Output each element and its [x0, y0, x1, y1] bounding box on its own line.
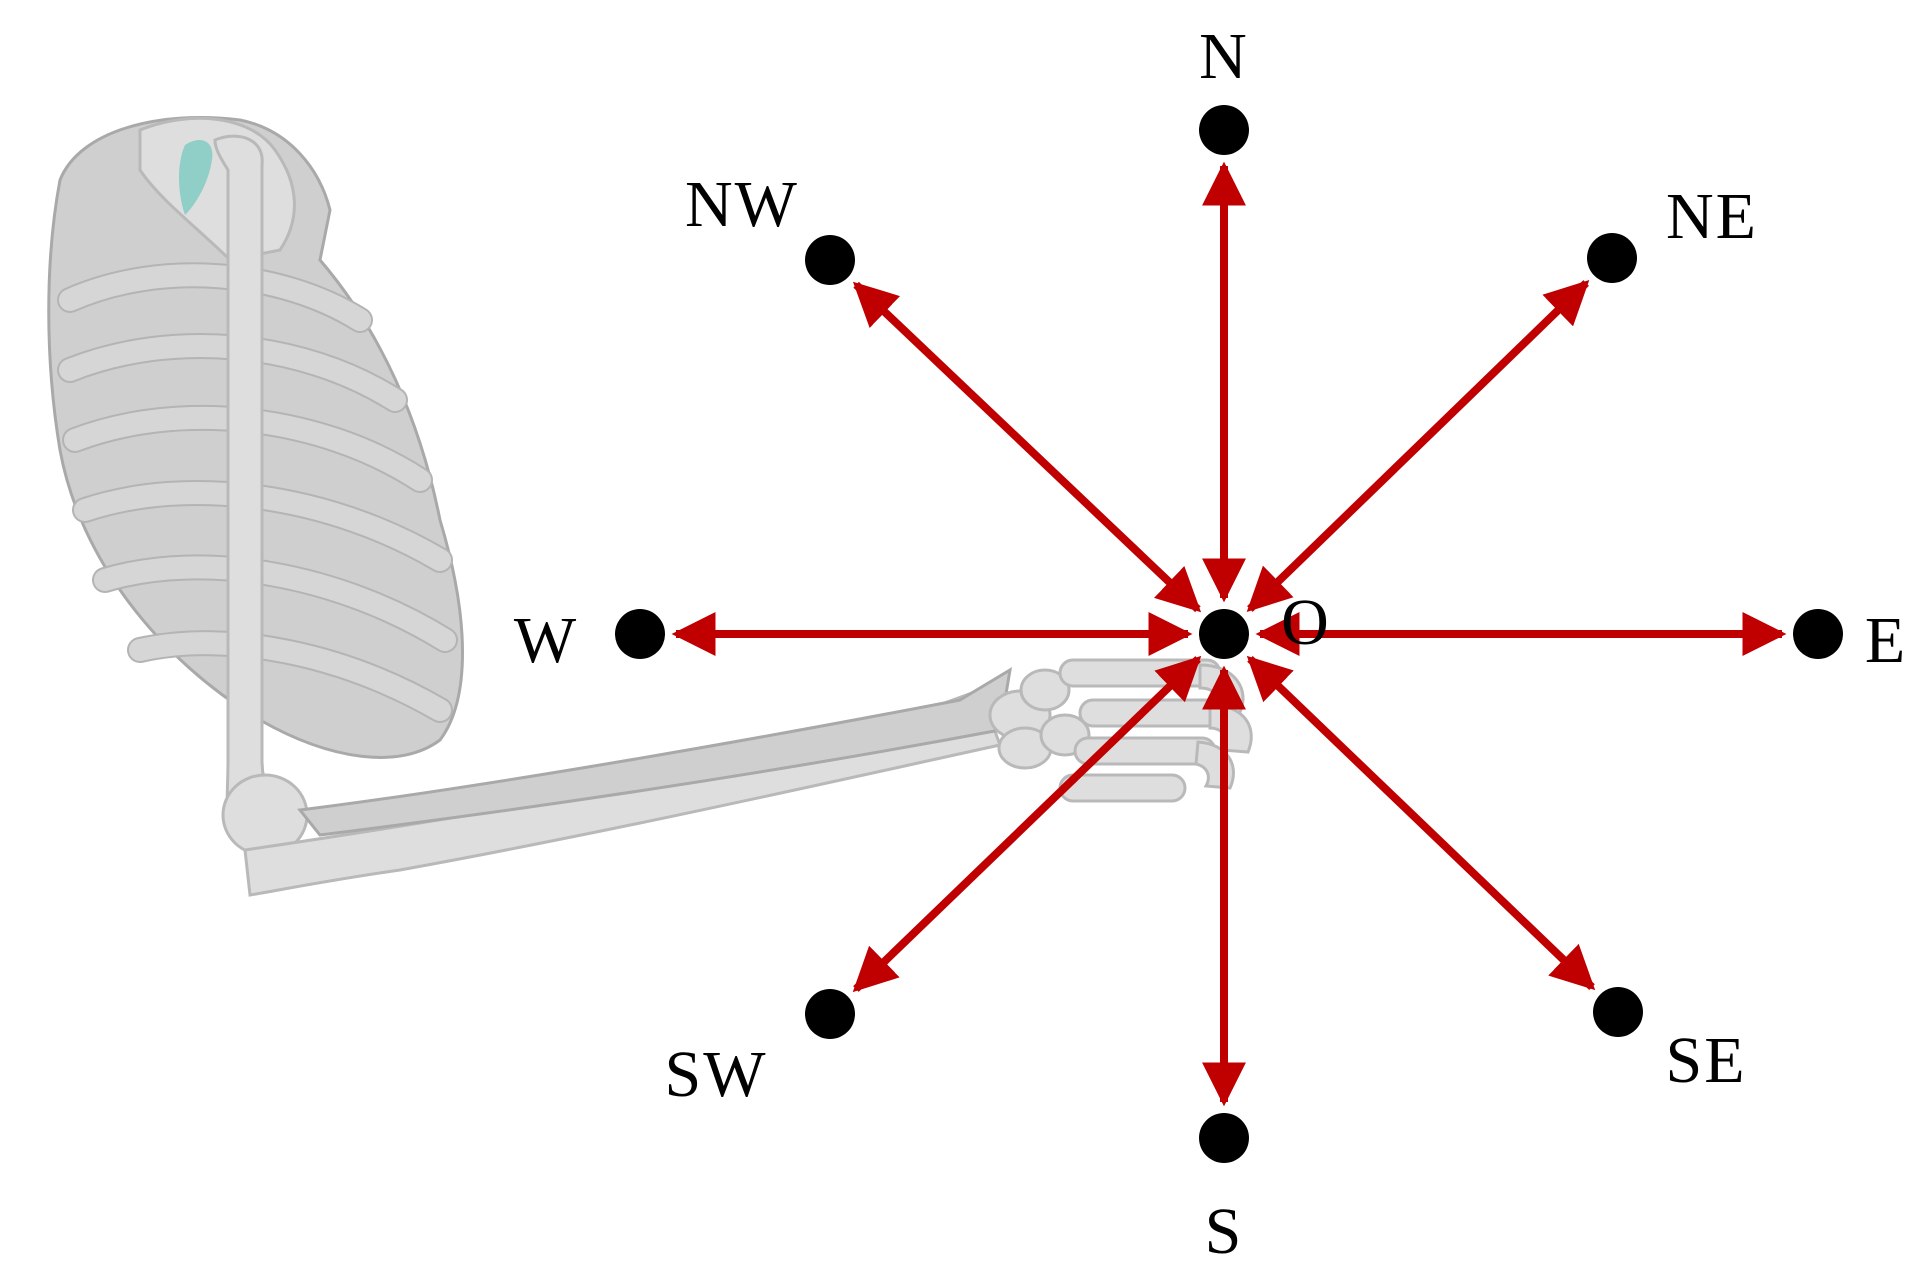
arrow-ne	[1246, 279, 1590, 613]
direction-points	[615, 105, 1843, 1163]
point-se	[1593, 987, 1643, 1037]
label-ne: NE	[1666, 180, 1758, 253]
label-s: S	[1205, 1195, 1244, 1268]
direction-labels: N NE E SE S SW W NW O	[514, 20, 1907, 1268]
arrow-se	[1246, 655, 1596, 991]
label-origin: O	[1281, 586, 1331, 659]
label-se: SE	[1665, 1024, 1746, 1097]
point-n	[1199, 105, 1249, 155]
point-w	[615, 609, 665, 659]
point-nw	[805, 235, 855, 285]
shoulder-joint-highlight	[178, 140, 213, 215]
point-ne	[1587, 233, 1637, 283]
label-w: W	[514, 604, 578, 677]
arrow-nw	[852, 281, 1202, 613]
point-sw	[805, 989, 855, 1039]
ribs	[57, 262, 458, 723]
arrow-sw	[852, 655, 1202, 993]
direction-arrows	[671, 161, 1787, 1107]
arm-skeleton-illustration	[47, 116, 1253, 897]
label-sw: SW	[665, 1038, 768, 1111]
label-nw: NW	[685, 168, 799, 241]
label-n: N	[1199, 20, 1249, 93]
point-origin	[1199, 609, 1249, 659]
point-e	[1793, 609, 1843, 659]
label-e: E	[1865, 604, 1907, 677]
point-s	[1199, 1113, 1249, 1163]
